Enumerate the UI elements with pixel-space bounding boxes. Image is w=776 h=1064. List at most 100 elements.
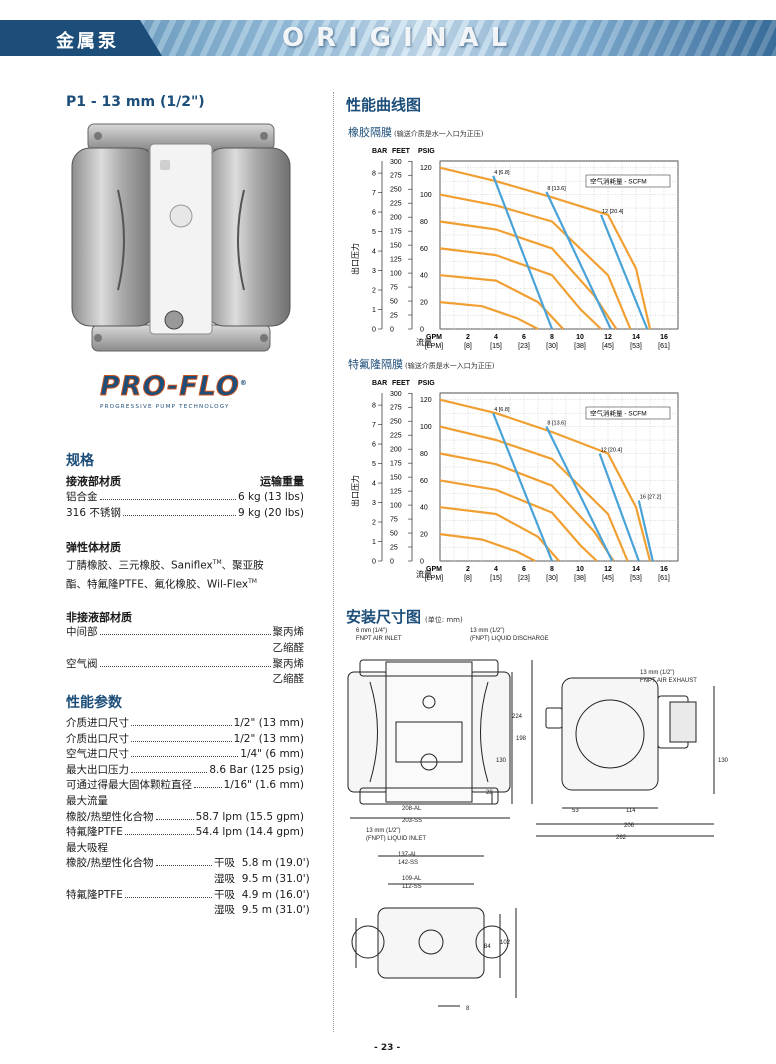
gpm-tick: 12: [604, 334, 612, 341]
lpm-tick: [38]: [574, 575, 586, 582]
bottom-dim-102: 102: [500, 940, 511, 946]
psig-tick: 20: [420, 532, 428, 539]
air-curve-label: 8 [13.6]: [547, 186, 566, 192]
air-curve-label: 4 [6.8]: [494, 407, 510, 413]
bar-tick: 6: [372, 442, 376, 449]
spec-value2: 乙缩醛: [272, 673, 305, 686]
bottom-dim-109: 109-AL: [402, 876, 422, 882]
max-flow-label: 最大流量: [66, 794, 108, 807]
bar-tick: 3: [372, 500, 376, 507]
gpm-label: GPM: [426, 566, 442, 573]
gpm-tick: 6: [522, 566, 526, 573]
dim-224: 224: [512, 714, 523, 720]
air-curve-label: 8 [13.6]: [547, 421, 566, 427]
plot-area: [439, 392, 679, 562]
liquid-discharge-note2: (FNPT) LIQUID DISCHARGE: [470, 636, 549, 642]
psig-tick: 40: [420, 505, 428, 512]
spec-value2: 乙缩醛: [272, 641, 305, 654]
lpm-tick: [15]: [490, 575, 502, 582]
side-dim-114: 114: [626, 808, 636, 814]
chart-rubber-title: 橡胶隔膜: [348, 126, 392, 139]
feet-tick: 175: [390, 461, 402, 468]
air-curve-label: 16 [27.2]: [640, 495, 662, 501]
psig-tick: 80: [420, 451, 428, 458]
gpm-tick: 14: [632, 334, 640, 341]
gpm-label: GPM: [426, 334, 442, 341]
psig-tick: 100: [420, 192, 432, 199]
feet-tick: 150: [390, 475, 402, 482]
curves-title: 性能曲线图: [346, 96, 422, 114]
lpm-label: [LPM]: [425, 343, 443, 350]
bar-tick: 0: [372, 559, 376, 566]
gpm-tick: 2: [466, 566, 470, 573]
bottom-dim-8: 8: [466, 1006, 470, 1012]
lpm-tick: [8]: [464, 343, 472, 350]
dimensions-title: 安装尺寸图(单位: mm): [346, 608, 463, 626]
feet-tick: 25: [390, 313, 398, 320]
specs-title: 规格: [66, 453, 94, 469]
lpm-label: [LPM]: [425, 575, 443, 582]
psig-tick: 60: [420, 478, 428, 485]
air-curve: [492, 412, 554, 562]
feet-tick: 25: [390, 545, 398, 552]
elastomer-line1: 丁腈橡胶、三元橡胶、SaniflexTM、聚亚胺: [66, 559, 264, 572]
feet-tick: 0: [390, 327, 394, 334]
liquid-inlet-note2: (FNPT) LIQUID INLET: [366, 836, 426, 842]
feet-tick: 50: [390, 531, 398, 538]
bar-tick: 3: [372, 268, 376, 275]
bar-tick: 0: [372, 327, 376, 334]
wetted-label: 接液部材质: [66, 475, 121, 488]
liquid-inlet-note: 13 mm (1/2"): [366, 828, 400, 834]
plot-area: [439, 160, 679, 330]
unit-bar: BAR: [372, 148, 387, 155]
chart-ptfe-subtitle: (输送介质是水一入口为正压): [405, 362, 495, 370]
dim-28: 28: [486, 790, 493, 796]
weight-label: 运输重量: [260, 475, 304, 488]
psig-tick: 40: [420, 273, 428, 280]
side-dim-130: 130: [718, 758, 729, 764]
bottom-dim-84: 84: [484, 944, 491, 950]
bar-tick: 1: [372, 307, 376, 314]
feet-tick: 200: [390, 447, 402, 454]
suction-row: 湿吸 9.5 m (31.0'): [214, 872, 310, 885]
feet-tick: 275: [390, 173, 402, 180]
pressure-curve: [439, 479, 598, 562]
dim-198: 198: [516, 736, 527, 742]
bar-tick: 4: [372, 481, 376, 488]
lpm-tick: [15]: [490, 343, 502, 350]
logo-registered: ®: [239, 379, 248, 387]
feet-tick: 100: [390, 503, 402, 510]
air-curve: [637, 500, 654, 562]
bar-tick: 2: [372, 288, 376, 295]
gpm-tick: 16: [660, 566, 668, 573]
lpm-tick: [61]: [658, 575, 670, 582]
pro-flo-logo: PRO-FLO® PROGRESSIVE PUMP TECHNOLOGY: [100, 368, 260, 410]
feet-tick: 0: [390, 559, 394, 566]
chart-ptfe-title: 特氟隆隔膜: [348, 358, 403, 371]
column-divider: [333, 92, 334, 1032]
legend-text: 空气消耗量 - SCFM: [590, 409, 647, 418]
lpm-tick: [30]: [546, 575, 558, 582]
y-axis-label: 出口压力: [350, 475, 360, 507]
lpm-tick: [23]: [518, 343, 530, 350]
gpm-tick: 12: [604, 566, 612, 573]
dim-208: 208-AL: [402, 806, 422, 812]
feet-tick: 225: [390, 433, 402, 440]
air-curve: [599, 214, 649, 330]
elastomer-label: 弹性体材质: [66, 541, 121, 555]
legend-text: 空气消耗量 - SCFM: [590, 177, 647, 186]
lpm-tick: [30]: [546, 343, 558, 350]
unit-bar: BAR: [372, 380, 387, 387]
pump-photo: [71, 123, 291, 352]
suction-row: 湿吸 9.5 m (31.0'): [214, 904, 310, 917]
air-exhaust-note2: FNPT AIR EXHAUST: [640, 678, 697, 684]
gpm-tick: 8: [550, 334, 554, 341]
brand-word: ORIGINAL: [282, 23, 520, 53]
page-number: - 23 -: [374, 1043, 401, 1053]
feet-tick: 175: [390, 229, 402, 236]
